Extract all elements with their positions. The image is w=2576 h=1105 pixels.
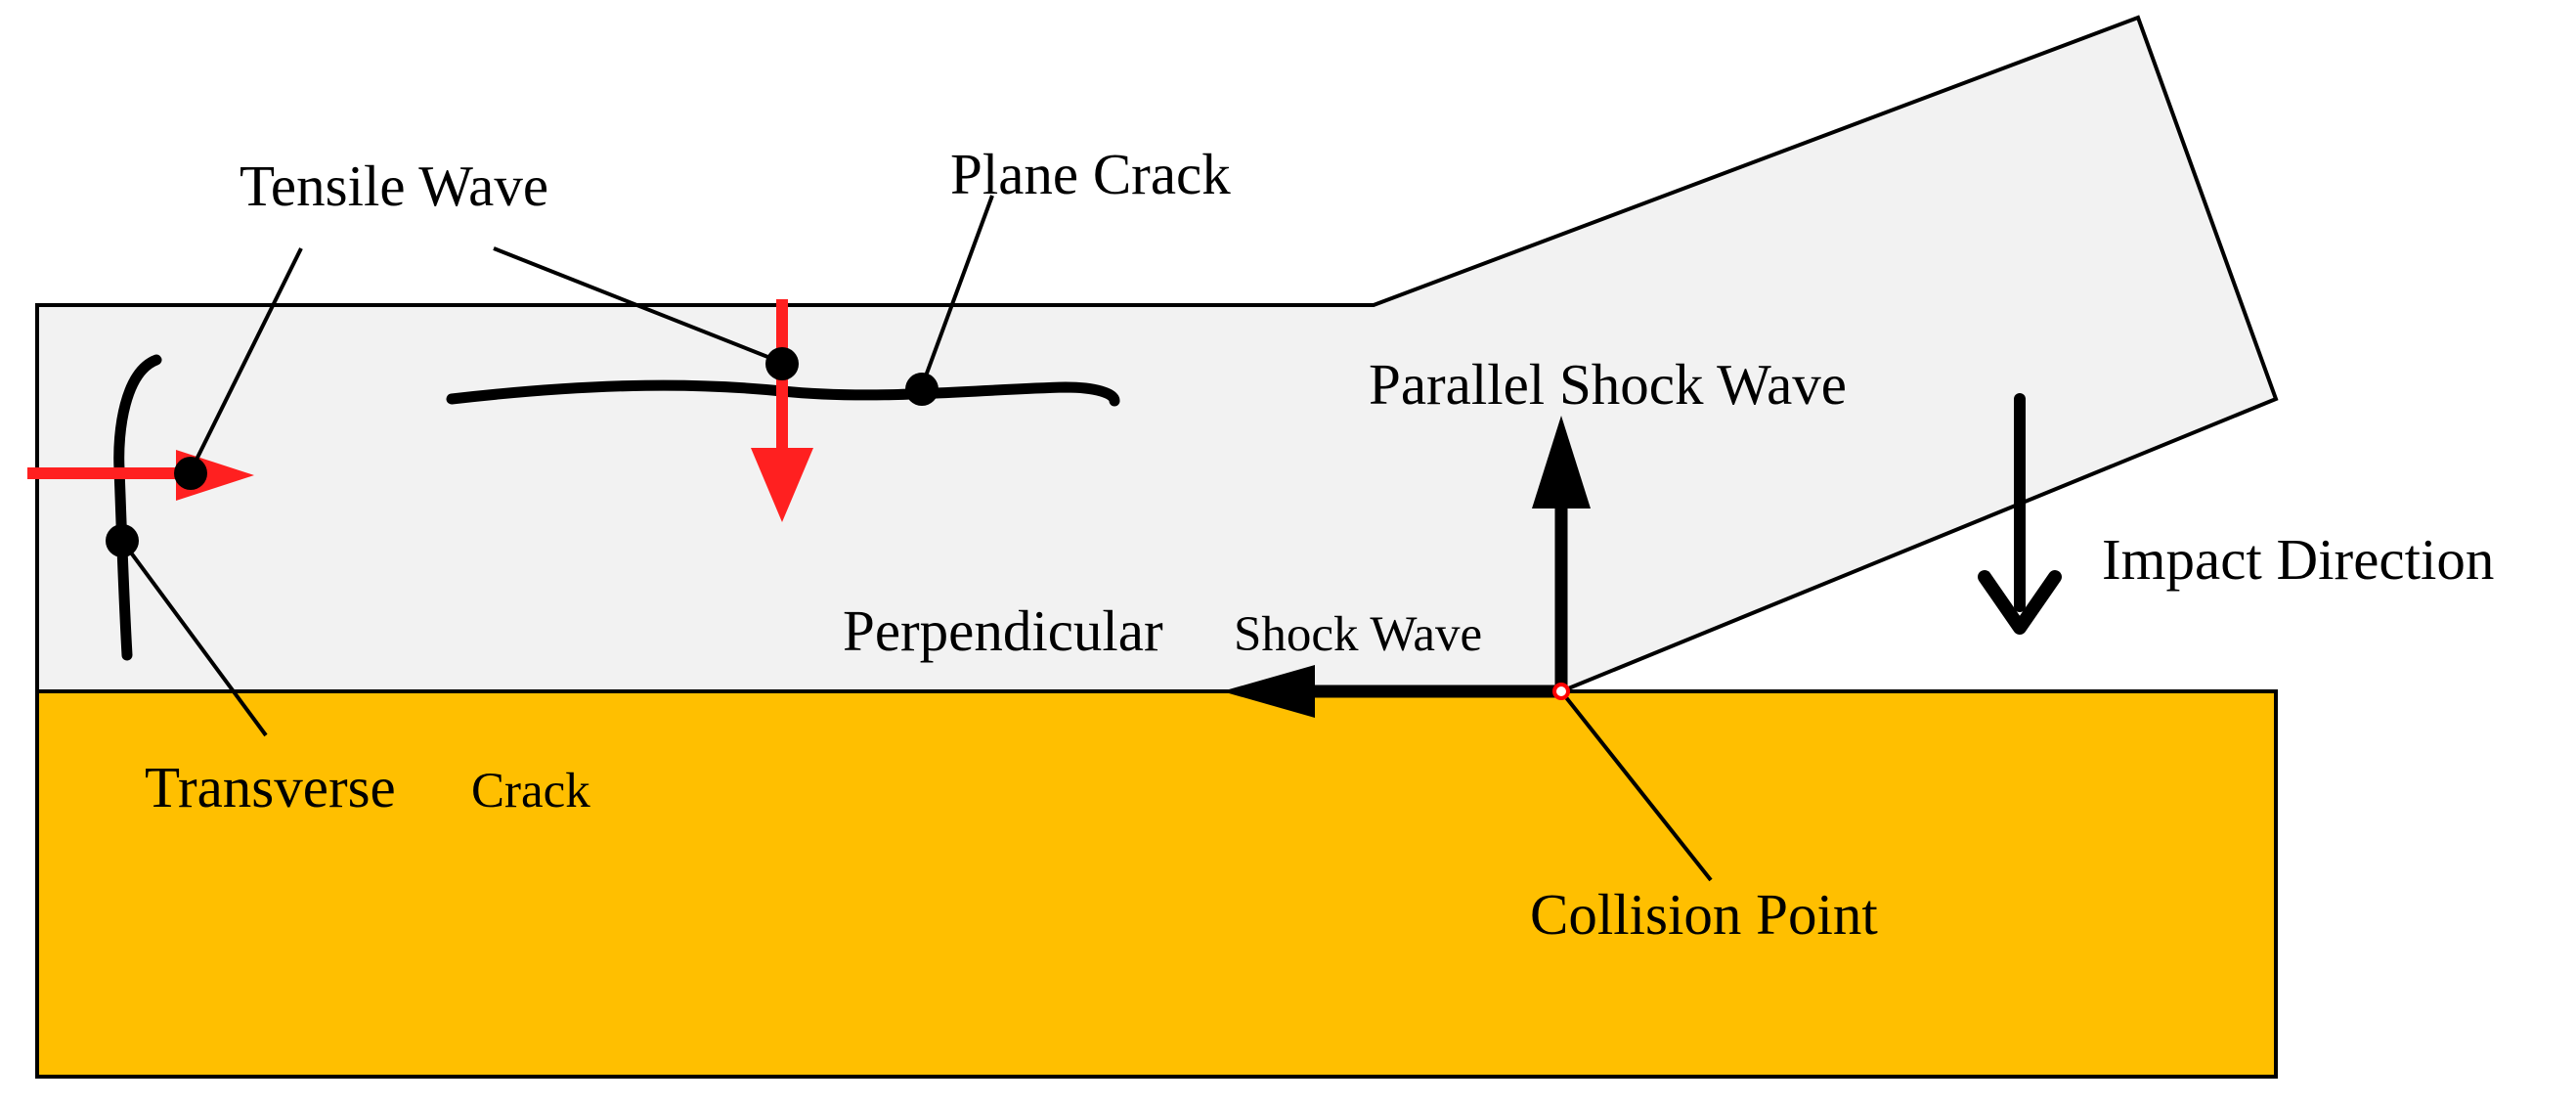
perpendicular-shock-wave-label: Shock Wave [1234, 607, 1482, 662]
plane-crack-label: Plane Crack [950, 142, 1231, 206]
tensile-point-plane-dot [765, 347, 799, 380]
transverse-crack-leader [120, 539, 268, 737]
impact-direction-arrow [1978, 393, 2062, 635]
impact-direction-label: Impact Direction [2102, 527, 2494, 592]
tensile-wave-leader-right [493, 246, 781, 364]
flyer-plate [35, 15, 2279, 693]
transverse-label: Transverse [145, 755, 396, 819]
plane-crack-leader [919, 195, 994, 390]
perpendicular-label: Perpendicular [843, 598, 1163, 663]
collision-point-label: Collision Point [1530, 882, 1878, 947]
tensile-wave-label: Tensile Wave [240, 154, 548, 218]
parallel-shock-wave-arrow [1532, 416, 1591, 691]
plane-crack-line [446, 379, 1120, 407]
tensile-wave-leader-left [189, 247, 303, 472]
perpendicular-shock-wave-arrow [1222, 665, 1561, 718]
transverse-crack-label: Crack [471, 764, 590, 818]
base-plate [35, 689, 2278, 1079]
transverse-crack-dot [106, 524, 139, 557]
collision-point-marker [1552, 683, 1570, 700]
plane-crack-dot [905, 373, 939, 406]
collision-point-leader [1559, 689, 1713, 882]
parallel-shock-wave-label: Parallel Shock Wave [1369, 352, 1847, 417]
tensile-point-transverse-dot [174, 457, 207, 490]
